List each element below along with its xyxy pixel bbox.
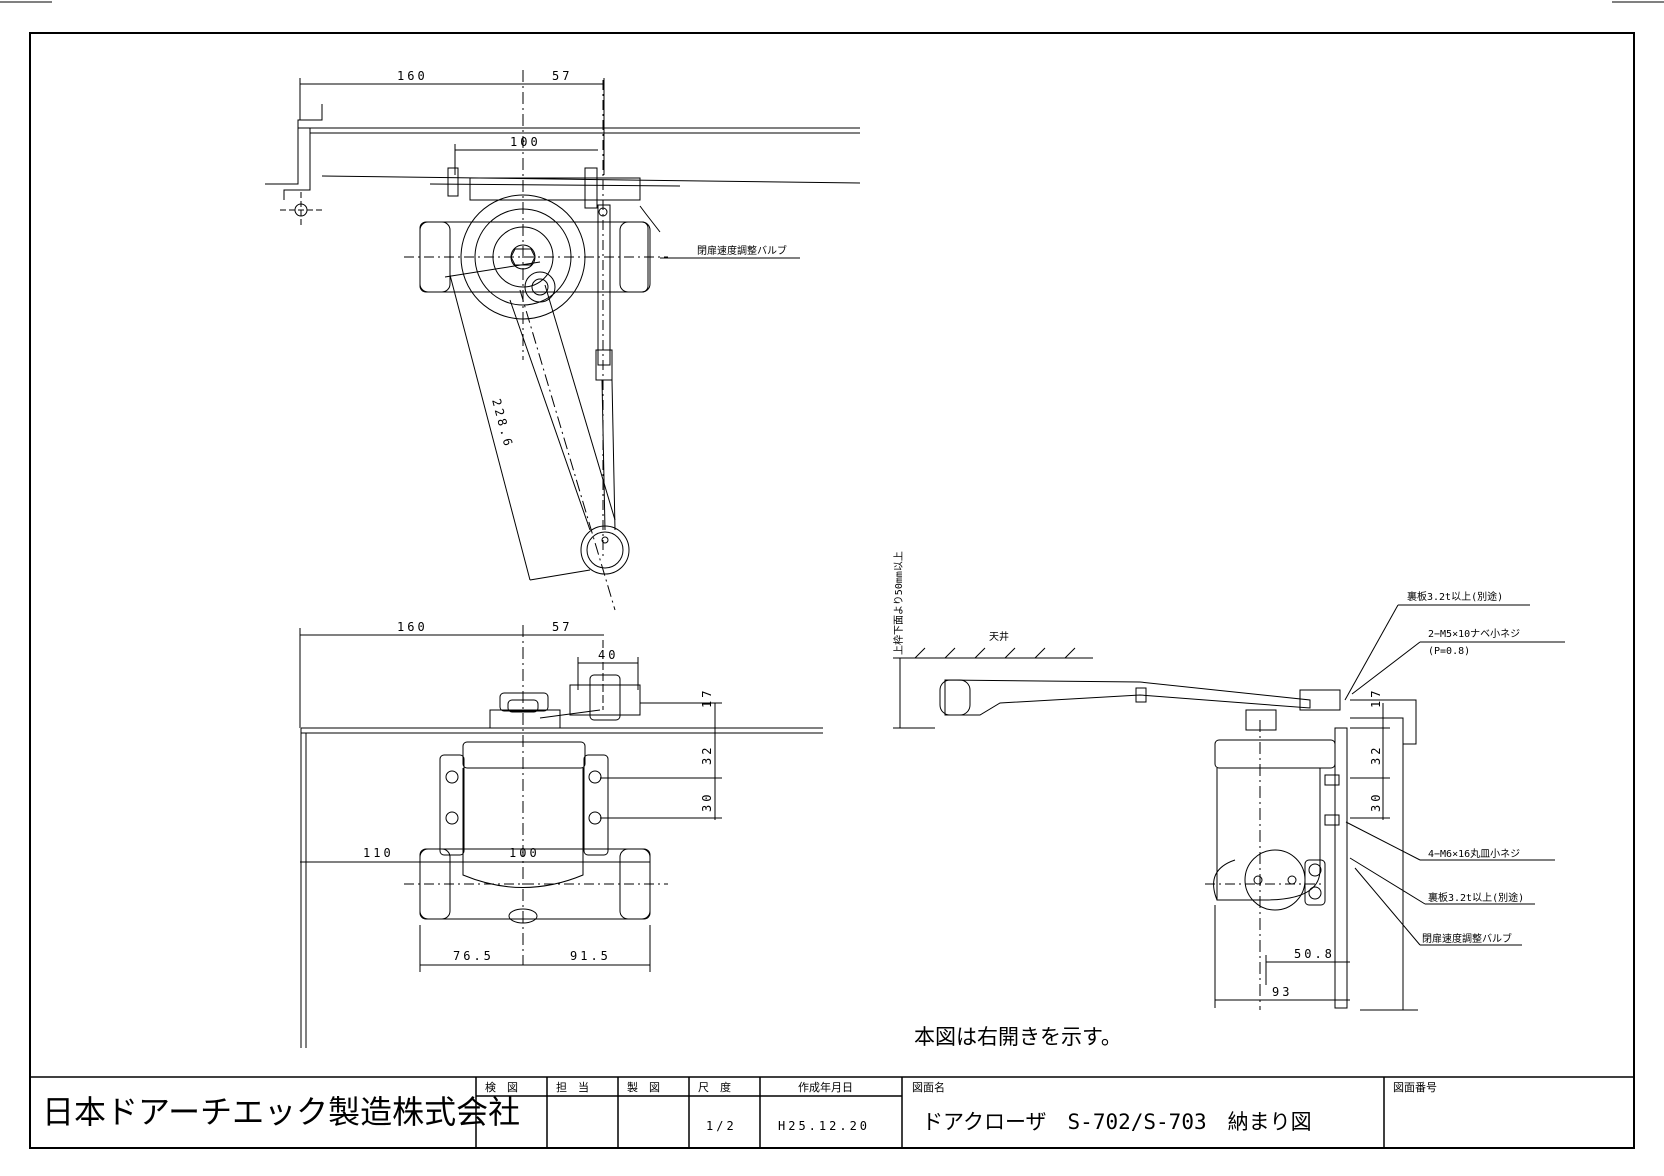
dim-front-40: 40 xyxy=(598,648,618,662)
label-ceiling: 天井 xyxy=(989,630,1009,643)
scale-label: 尺 度 xyxy=(698,1080,731,1094)
label-backplate-1: 裏板3.2t以上(別途) xyxy=(1407,590,1503,603)
title-block xyxy=(30,1076,1634,1148)
label-side-vertical: 上枠下面より50mm以上 xyxy=(892,551,905,655)
dim-side-93: 93 xyxy=(1272,985,1292,999)
dim-front-160: 160 xyxy=(397,620,428,634)
draft-label: 製 図 xyxy=(627,1080,660,1094)
label-valve-top: 閉扉速度調整バルブ xyxy=(697,244,787,257)
drawing-no-label: 図面番号 xyxy=(1393,1081,1437,1094)
company-name: 日本ドアーチエック製造株式会社 xyxy=(42,1093,520,1131)
label-valve-side: 閉扉速度調整バルブ xyxy=(1422,932,1512,945)
front-view xyxy=(299,625,823,1048)
dim-front-76-5: 76.5 xyxy=(453,949,494,963)
dim-arm-228-6: 228.6 xyxy=(489,397,516,450)
dim-top-160: 160 xyxy=(397,69,428,83)
dim-front-110: 110 xyxy=(363,846,394,860)
date-label: 作成年月日 xyxy=(798,1080,853,1094)
dim-front-32: 32 xyxy=(700,745,714,765)
scale-value: 1/2 xyxy=(706,1119,737,1133)
date-value: H25.12.20 xyxy=(778,1119,870,1133)
drawing-border xyxy=(29,32,1635,1149)
dim-front-100: 100 xyxy=(509,846,540,860)
side-view xyxy=(893,604,1565,1011)
label-screw-m5-pitch: (P=0.8) xyxy=(1428,646,1470,657)
label-screw-m5: 2−M5×10ナベ小ネジ xyxy=(1428,628,1520,640)
drawing-name-label: 図面名 xyxy=(912,1080,945,1094)
drawing-name: ドアクローザ S-702/S-703 納まり図 xyxy=(922,1110,1312,1134)
top-view xyxy=(265,70,861,611)
dim-top-57: 57 xyxy=(552,69,572,83)
label-screw-m6: 4−M6×16丸皿小ネジ xyxy=(1428,847,1520,860)
dim-side-50-8: 50.8 xyxy=(1294,947,1335,961)
dim-side-30: 30 xyxy=(1369,792,1383,812)
dim-side-17: 17 xyxy=(1369,688,1383,708)
label-backplate-2: 裏板3.2t以上(別途) xyxy=(1428,891,1524,904)
dim-front-30: 30 xyxy=(700,792,714,812)
dim-front-17: 17 xyxy=(700,688,714,708)
dim-side-32: 32 xyxy=(1369,745,1383,765)
charge-label: 担 当 xyxy=(556,1080,589,1094)
dim-front-57: 57 xyxy=(552,620,572,634)
note-right-opening: 本図は右開きを示す。 xyxy=(914,1025,1122,1049)
dim-top-100: 100 xyxy=(510,135,541,149)
check-label: 検 図 xyxy=(485,1080,518,1094)
dim-front-91-5: 91.5 xyxy=(570,949,611,963)
